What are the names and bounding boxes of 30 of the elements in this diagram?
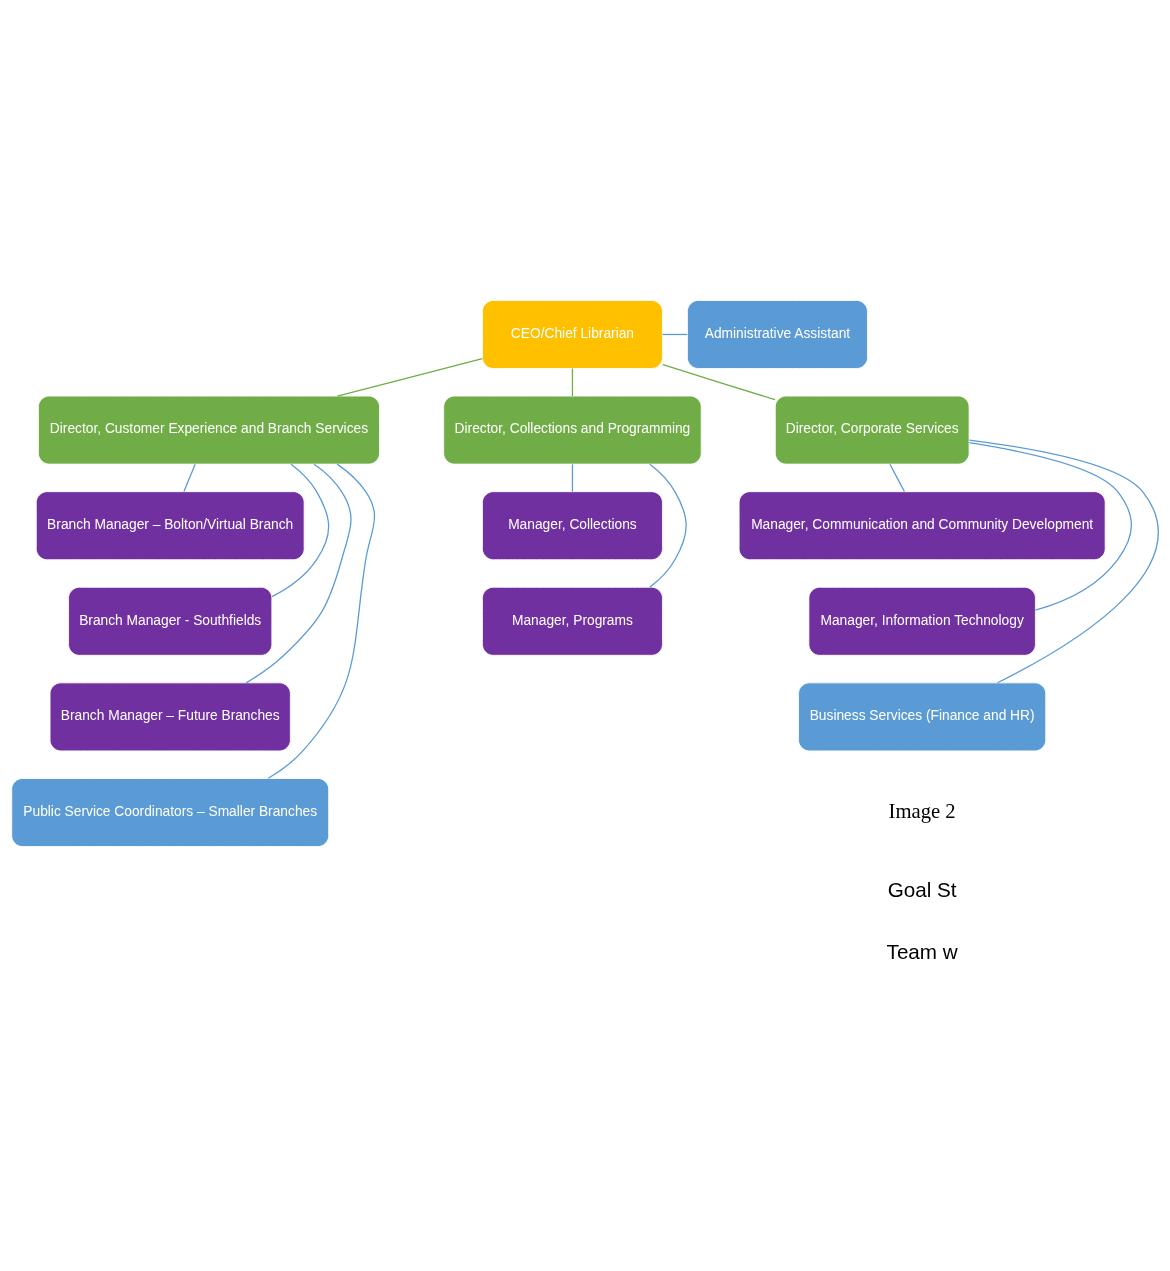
connector	[661, 333, 688, 336]
node-box: Manager, Communication and Community Development	[738, 491, 1106, 561]
node-box: Director, Corporate Services	[774, 395, 970, 465]
node-box: Public Service Coordinators – Smaller Branches	[11, 778, 330, 847]
connector	[649, 463, 687, 588]
node-box: Manager, Programs	[482, 586, 663, 656]
label: Goal St	[887, 877, 957, 901]
node-box: Director, Customer Experience and Branch Services	[38, 395, 380, 465]
connector	[267, 463, 376, 779]
connector	[336, 357, 483, 397]
node-box: Branch Manager – Bolton/Virtual Branch	[35, 491, 305, 561]
node-box: CEO/Chief Librarian	[482, 300, 663, 369]
connector	[889, 463, 906, 493]
connector	[662, 363, 776, 401]
connector	[245, 463, 352, 684]
connector	[183, 463, 196, 493]
node-box: Manager, Collections	[482, 491, 663, 561]
node-box: Manager, Information Technology	[808, 586, 1036, 656]
connector	[271, 463, 330, 598]
connector	[968, 439, 1159, 684]
node-box: Branch Manager - Southfields	[68, 586, 273, 656]
label: Image 2	[888, 799, 956, 822]
connector	[571, 368, 574, 397]
node-box: Administrative Assistant	[687, 300, 868, 369]
node-box: Branch Manager – Future Branches	[49, 682, 291, 752]
label: Team w	[886, 939, 958, 963]
connector	[571, 463, 574, 493]
node-box: Director, Collections and Programming	[443, 395, 702, 465]
node-box: Business Services (Finance and HR)	[798, 682, 1047, 752]
connector	[968, 442, 1132, 611]
